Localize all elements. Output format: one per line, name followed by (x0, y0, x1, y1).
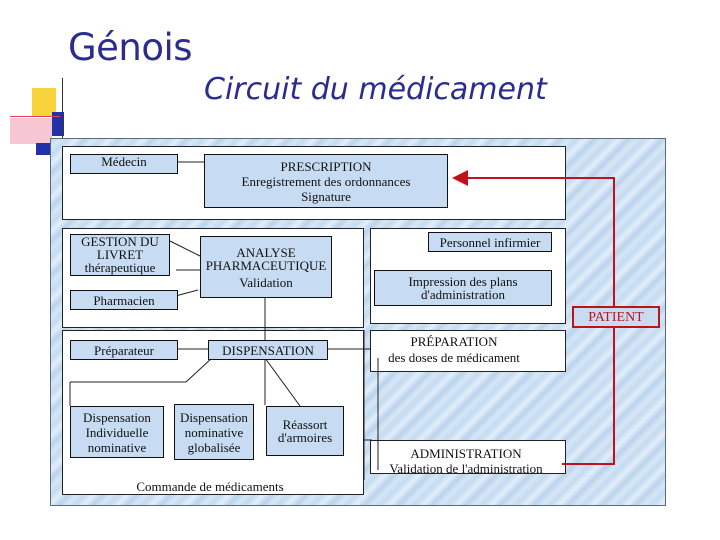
enregistrement-label: Enregistrement des ordonnances (241, 173, 411, 189)
reassort-box: Réassort d'armoires (266, 406, 344, 456)
page-subtitle: Circuit du médicament (204, 72, 547, 107)
signature-label: Signature (301, 188, 351, 204)
administration-label: ADMINISTRATION (410, 446, 522, 461)
medecin-label: Médecin (101, 154, 147, 169)
pharmacien-box: Pharmacien (70, 290, 178, 310)
patient-box: PATIENT (572, 306, 660, 328)
prescription-box: PRESCRIPTION Enregistrement des ordonnan… (204, 154, 448, 208)
analyse-label-2: PHARMACEUTIQUE (205, 257, 327, 273)
disp-glob-label-3: globalisée (187, 439, 241, 455)
disp-indiv-label-1: Dispensation (83, 409, 151, 425)
administration-box: ADMINISTRATION Validation de l'administr… (374, 446, 558, 476)
doses-label: des doses de médicament (388, 349, 520, 365)
prescription-label: PRESCRIPTION (280, 158, 372, 174)
administration-panel (370, 440, 566, 474)
gestion-livret-box: GESTION DU LIVRET thérapeutique (70, 234, 170, 276)
dispensation-label: DISPENSATION (222, 342, 314, 358)
impression-label-2: d'administration (421, 287, 505, 302)
disp-glob-label-2: nominative (184, 424, 244, 440)
validation-admin-label: Validation de l'administration (389, 461, 543, 476)
reassort-label-1: Réassort (282, 417, 328, 432)
disp-globalisee-box: Dispensation nominative globalisée (174, 404, 254, 460)
analyse-box: ANALYSE PHARMACEUTIQUE Validation (200, 236, 332, 298)
gestion-label-3: thérapeutique (84, 260, 156, 275)
impression-label-1: Impression des plans (408, 274, 518, 289)
disp-glob-label-1: Dispensation (180, 409, 248, 425)
commande-label: Commande de médicaments (136, 479, 284, 494)
gestion-label-2: LIVRET (96, 247, 144, 262)
personnel-infirmier-box: Personnel infirmier (428, 232, 552, 252)
gestion-label-1: GESTION DU (81, 234, 159, 249)
disp-indiv-label-2: Individuelle (85, 424, 149, 440)
preparation-label: PRÉPARATION (410, 333, 498, 349)
preparation-box: PRÉPARATION des doses de médicament (374, 334, 534, 364)
medecin-box: Médecin (70, 154, 178, 174)
preparation-panel (370, 330, 566, 372)
reassort-label-2: d'armoires (277, 430, 333, 445)
pharmacien-label: Pharmacien (93, 292, 155, 308)
disp-indiv-label-3: nominative (87, 439, 147, 455)
preparateur-label: Préparateur (94, 342, 154, 358)
personnel-infirmier-label: Personnel infirmier (439, 234, 541, 250)
impression-box: Impression des plans d'administration (374, 270, 552, 306)
dispensation-box: DISPENSATION (208, 340, 328, 360)
patient-label: PATIENT (588, 309, 644, 325)
analyse-label-1: ANALYSE (236, 244, 296, 260)
page-title: Génois (68, 26, 193, 69)
disp-individuelle-box: Dispensation Individuelle nominative (70, 406, 164, 458)
preparateur-box: Préparateur (70, 340, 178, 360)
analyse-validation-label: Validation (239, 274, 293, 290)
